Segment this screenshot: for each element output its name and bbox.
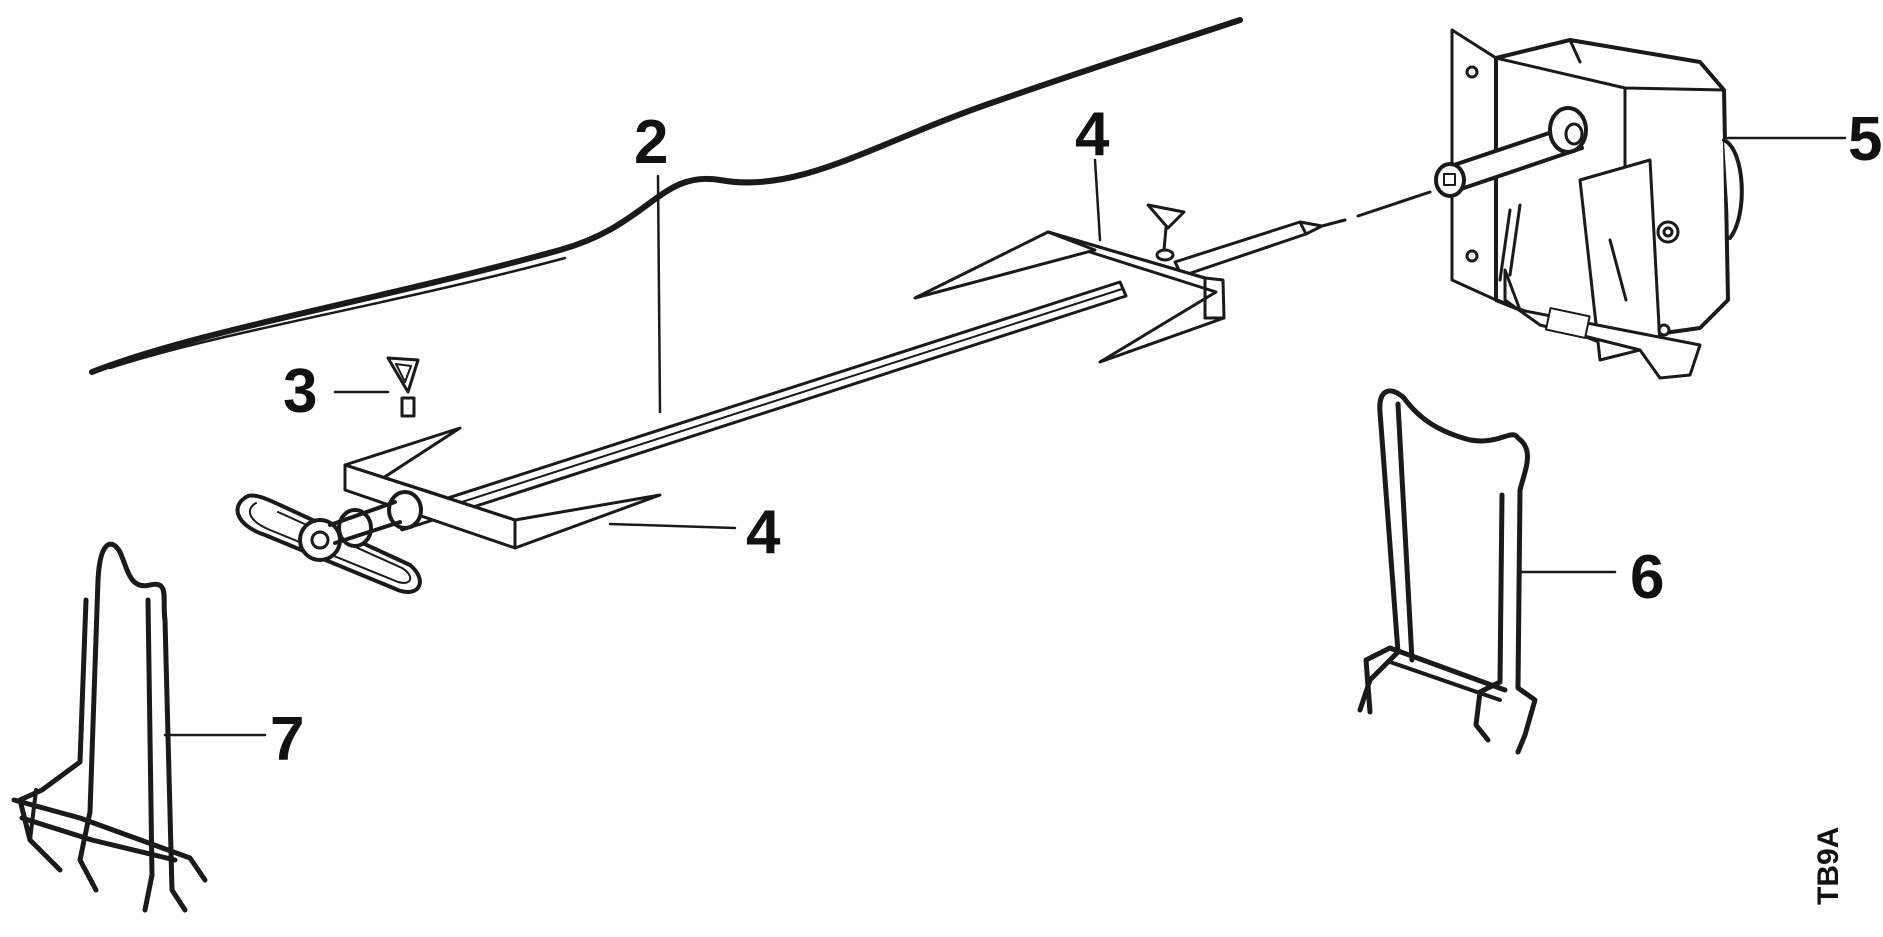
spit-handle: [235, 490, 423, 594]
wing-screw: [386, 356, 420, 418]
callout-4-lower: 4: [746, 498, 781, 567]
shelf-support-wire-6: [1357, 388, 1538, 755]
oven-wall-outline: [89, 17, 1243, 375]
callout-4-upper: 4: [1075, 100, 1110, 169]
callout-7: 7: [270, 705, 304, 774]
rotisserie-motor: [1434, 28, 1744, 380]
leader-lines: [163, 136, 1847, 737]
figure-code: TB9A: [1812, 827, 1845, 905]
fork-lower: [343, 426, 662, 550]
callout-3: 3: [283, 357, 317, 426]
callout-5: 5: [1848, 105, 1882, 174]
spit-rod: [393, 190, 1432, 532]
shelf-support-wire-7: [11, 541, 208, 913]
fork-upper: [913, 203, 1226, 364]
callout-6: 6: [1630, 543, 1664, 612]
callout-2: 2: [634, 108, 668, 177]
